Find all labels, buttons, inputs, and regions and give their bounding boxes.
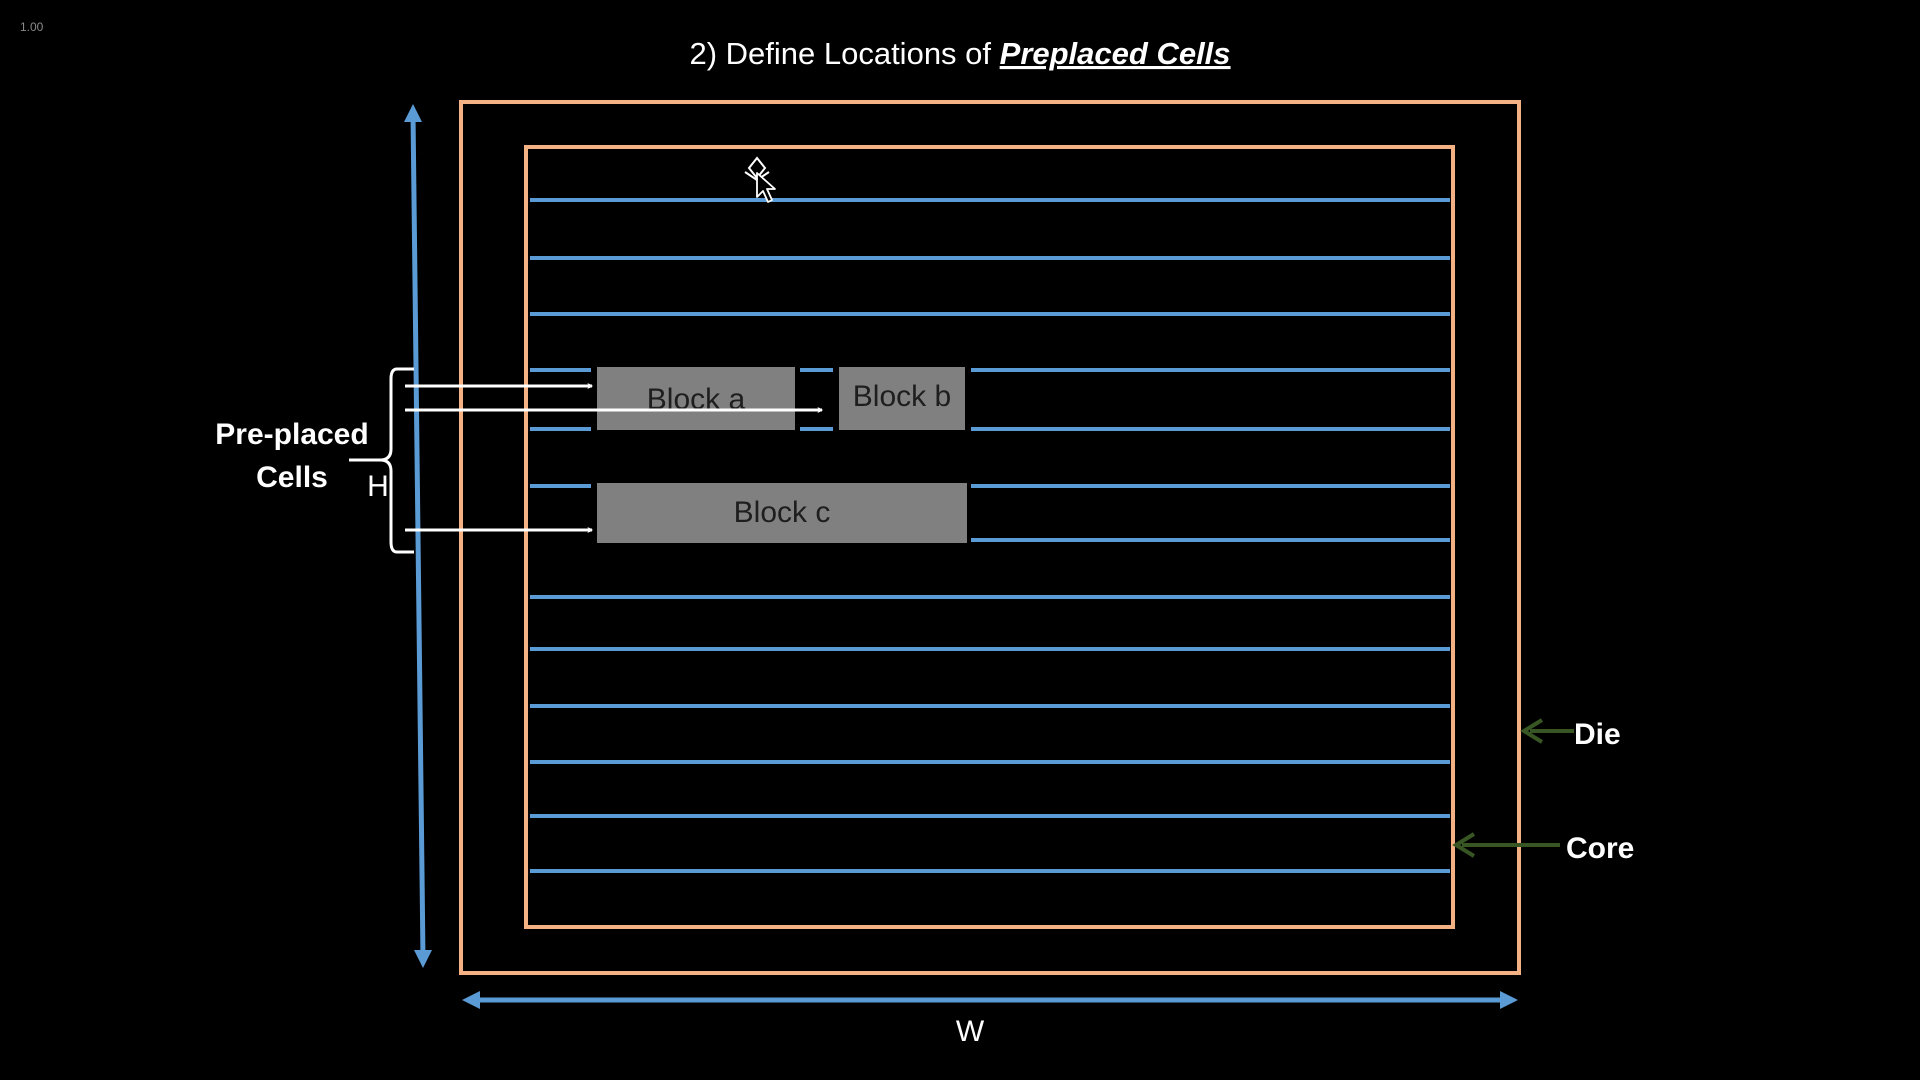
core-label: Core (1566, 832, 1634, 865)
height-dimension-arrow (404, 104, 432, 968)
height-label: H (367, 470, 389, 503)
title-emphasis: Preplaced Cells (1000, 36, 1231, 71)
block-b-label: Block b (853, 380, 951, 413)
preplaced-cells-label-line1: Pre-placed (215, 418, 368, 451)
block-c-rect (597, 483, 967, 543)
die-label: Die (1574, 718, 1621, 751)
core-pointer-arrow (1452, 832, 1560, 858)
zoom-level-indicator: 1.00 (20, 20, 44, 34)
preplaced-cells-label-line2: Cells (256, 461, 328, 494)
width-arrow-left-head (462, 991, 480, 1009)
die-pointer-arrow (1520, 718, 1574, 744)
preplaced-cells-brace (349, 367, 414, 554)
slide-title: 2) Define Locations of Preplaced Cells (689, 36, 1230, 71)
block-b: Block b (839, 367, 965, 430)
placement-rows (530, 198, 1450, 873)
die-outline (459, 100, 1521, 975)
width-label: W (956, 1015, 985, 1048)
height-arrow-top-head (404, 104, 422, 122)
core-outline (524, 145, 1455, 929)
move-pointer-cursor-icon (744, 156, 776, 203)
height-arrow-bottom-head (414, 950, 432, 968)
width-arrow-right-head (1500, 991, 1518, 1009)
block-b-rect (839, 367, 965, 430)
title-prefix: 2) Define Locations of (689, 36, 999, 71)
block-a-rect (597, 367, 795, 430)
block-c-label: Block c (734, 496, 831, 529)
block-c: Block c (597, 483, 967, 543)
block-a: Block a (597, 367, 795, 430)
width-dimension-arrow (462, 991, 1518, 1009)
